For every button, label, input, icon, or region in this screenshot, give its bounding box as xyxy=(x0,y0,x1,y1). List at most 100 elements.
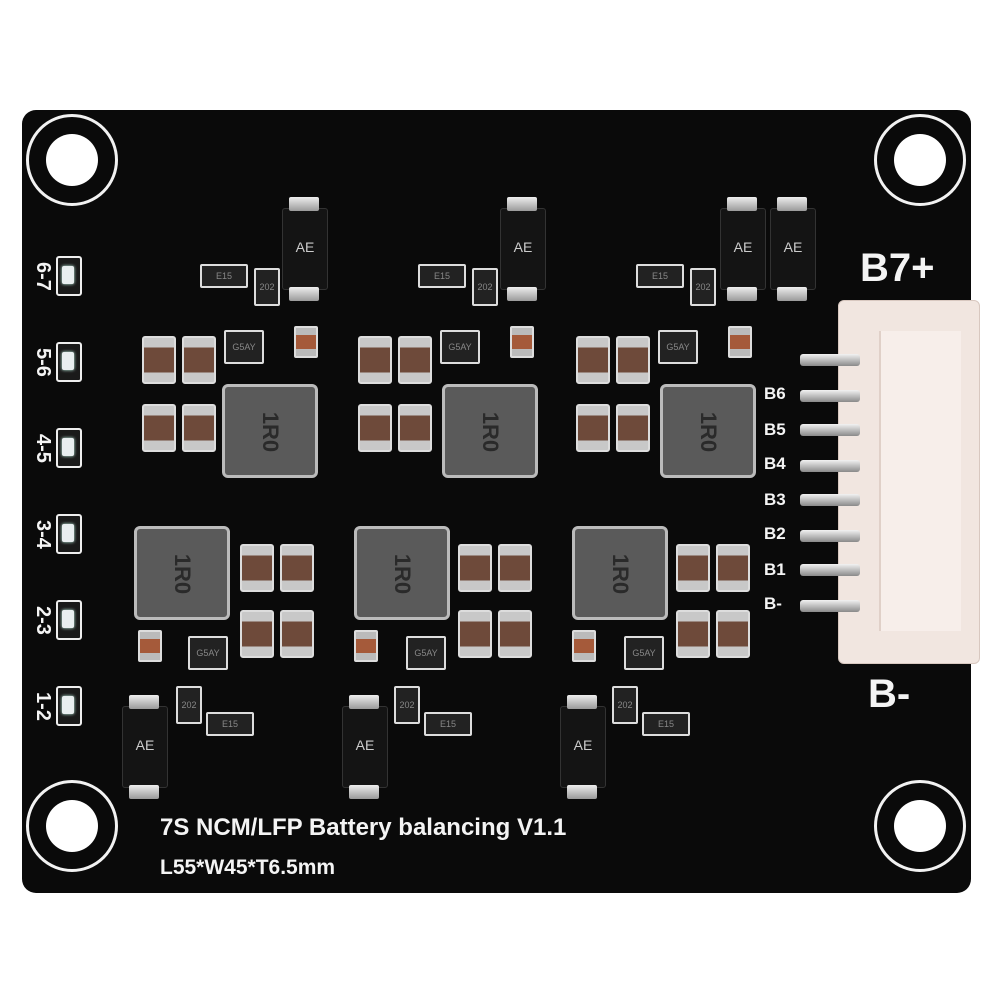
mounting-hole-bottom-right xyxy=(874,780,966,872)
resistor xyxy=(728,326,752,358)
inductor-marking: 1R0 xyxy=(478,411,503,453)
led-6-7 xyxy=(56,256,82,296)
connector-pin xyxy=(800,390,860,402)
ic-chip: G5AY xyxy=(188,636,228,670)
capacitor xyxy=(398,336,432,384)
capacitor xyxy=(676,610,710,658)
led-label-6-7: 6-7 xyxy=(32,262,54,291)
mounting-hole-bottom-left xyxy=(26,780,118,872)
resistor-202: 202 xyxy=(690,268,716,306)
mounting-hole-top-right xyxy=(874,114,966,206)
inductor: 1R0 xyxy=(222,384,318,478)
balance-connector xyxy=(838,300,980,664)
capacitor xyxy=(358,404,392,452)
diode: AE xyxy=(720,197,766,301)
diode: AE xyxy=(560,695,606,799)
diode-marking: AE xyxy=(783,239,803,255)
inductor-marking: 1R0 xyxy=(258,411,283,453)
resistor-e15: E15 xyxy=(636,264,684,288)
connector-pin xyxy=(800,494,860,506)
capacitor xyxy=(498,610,532,658)
inductor: 1R0 xyxy=(660,384,756,478)
inductor: 1R0 xyxy=(442,384,538,478)
pin-label-b-: B- xyxy=(764,594,782,613)
diode-marking: AE xyxy=(355,737,375,753)
diode-marking: AE xyxy=(295,239,315,255)
inductor-marking: 1R0 xyxy=(608,553,633,595)
top-terminal-label: B7+ xyxy=(860,246,935,290)
ic-chip: G5AY xyxy=(658,330,698,364)
capacitor xyxy=(576,404,610,452)
resistor xyxy=(572,630,596,662)
ic-chip: G5AY xyxy=(224,330,264,364)
diode: AE xyxy=(342,695,388,799)
led-label-3-4: 3-4 xyxy=(32,520,54,549)
bottom-terminal-label: B- xyxy=(868,672,911,716)
led-label-5-6: 5-6 xyxy=(32,348,54,377)
capacitor xyxy=(240,544,274,592)
led-label-2-3: 2-3 xyxy=(32,606,54,635)
ic-chip: G5AY xyxy=(440,330,480,364)
connector-pin xyxy=(800,564,860,576)
led-4-5 xyxy=(56,428,82,468)
mounting-hole-top-left xyxy=(26,114,118,206)
inductor: 1R0 xyxy=(354,526,450,620)
pin-label-b2: B2 xyxy=(764,524,786,543)
resistor-202: 202 xyxy=(472,268,498,306)
diode-marking: AE xyxy=(733,239,753,255)
capacitor xyxy=(358,336,392,384)
connector-pin xyxy=(800,530,860,542)
pin-label-b1: B1 xyxy=(764,560,786,579)
capacitor xyxy=(458,544,492,592)
diode: AE xyxy=(500,197,546,301)
capacitor xyxy=(142,404,176,452)
ic-chip: G5AY xyxy=(406,636,446,670)
ic-chip: G5AY xyxy=(624,636,664,670)
capacitor xyxy=(576,336,610,384)
resistor xyxy=(294,326,318,358)
board-dimensions: L55*W45*T6.5mm xyxy=(160,856,336,879)
diode-marking: AE xyxy=(135,737,155,753)
connector-pin xyxy=(800,600,860,612)
capacitor xyxy=(142,336,176,384)
capacitor xyxy=(398,404,432,452)
inductor-marking: 1R0 xyxy=(696,411,721,453)
led-label-4-5: 4-5 xyxy=(32,434,54,463)
capacitor xyxy=(676,544,710,592)
capacitor xyxy=(498,544,532,592)
capacitor xyxy=(716,544,750,592)
connector-housing xyxy=(879,331,961,631)
inductor: 1R0 xyxy=(572,526,668,620)
diode: AE xyxy=(122,695,168,799)
led-3-4 xyxy=(56,514,82,554)
diode-marking: AE xyxy=(573,737,593,753)
pin-label-b6: B6 xyxy=(764,384,786,403)
diode: AE xyxy=(282,197,328,301)
capacitor xyxy=(616,336,650,384)
capacitor xyxy=(280,544,314,592)
pin-label-b5: B5 xyxy=(764,420,786,439)
resistor-e15: E15 xyxy=(642,712,690,736)
inductor: 1R0 xyxy=(134,526,230,620)
resistor xyxy=(510,326,534,358)
resistor-202: 202 xyxy=(612,686,638,724)
resistor-e15: E15 xyxy=(200,264,248,288)
led-1-2 xyxy=(56,686,82,726)
resistor xyxy=(354,630,378,662)
pin-label-b3: B3 xyxy=(764,490,786,509)
resistor-e15: E15 xyxy=(418,264,466,288)
led-label-1-2: 1-2 xyxy=(32,692,54,721)
capacitor xyxy=(716,610,750,658)
led-5-6 xyxy=(56,342,82,382)
resistor-202: 202 xyxy=(176,686,202,724)
capacitor xyxy=(280,610,314,658)
resistor-e15: E15 xyxy=(206,712,254,736)
diode-marking: AE xyxy=(513,239,533,255)
resistor-202: 202 xyxy=(254,268,280,306)
connector-pin xyxy=(800,460,860,472)
board-title: 7S NCM/LFP Battery balancing V1.1 xyxy=(160,814,567,841)
diode: AE xyxy=(770,197,816,301)
capacitor xyxy=(182,336,216,384)
connector-pin xyxy=(800,424,860,436)
capacitor xyxy=(182,404,216,452)
